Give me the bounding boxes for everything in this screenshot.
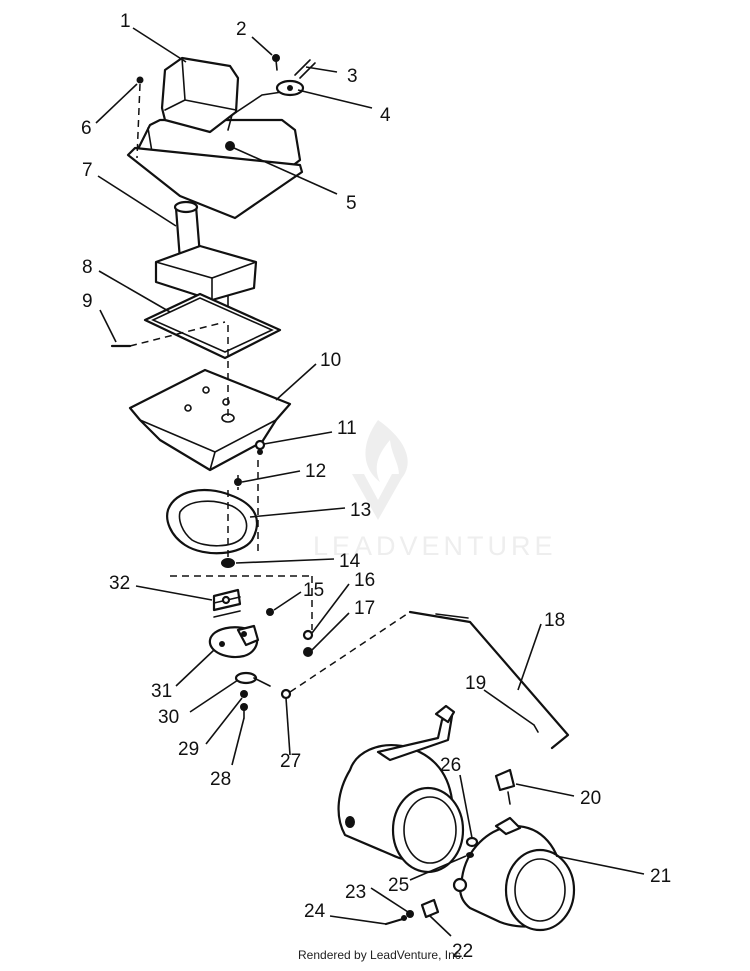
- callout-32: 32: [109, 573, 130, 594]
- callout-2: 2: [236, 19, 247, 40]
- callout-22: 22: [452, 941, 473, 962]
- footer-credit: Rendered by LeadVenture, Inc.: [298, 948, 465, 962]
- part-26: [465, 836, 479, 848]
- callout-28: 28: [210, 769, 231, 790]
- callout-9: 9: [82, 291, 93, 312]
- callout-24: 24: [304, 901, 326, 922]
- part-30: [234, 671, 271, 687]
- part-fitting-11: [254, 439, 266, 455]
- part-plunger-block: [154, 200, 258, 323]
- callout-3: 3: [347, 66, 358, 87]
- part-19: [533, 724, 539, 733]
- part-throttle-body-right: [452, 816, 576, 932]
- part-spring: [212, 588, 242, 618]
- part-diaphragm-gasket: [166, 488, 259, 555]
- callout-15: 15: [303, 580, 324, 601]
- callout-14: 14: [339, 551, 361, 572]
- part-28: [240, 703, 248, 719]
- part-gasket: [143, 292, 282, 360]
- part-fitting: [275, 59, 316, 97]
- part-27: [280, 688, 292, 700]
- part-29: [240, 690, 248, 698]
- callout-6: 6: [81, 118, 92, 139]
- part-25: [466, 852, 474, 858]
- part-screw-6: [136, 76, 144, 159]
- part-15: [266, 608, 274, 616]
- leadventure-flame-logo-icon: [352, 420, 408, 520]
- callout-1: 1: [120, 11, 131, 32]
- part-lever-assembly: [208, 624, 260, 659]
- part-rod: [289, 610, 570, 750]
- callout-21: 21: [650, 866, 671, 887]
- part-16: [302, 629, 314, 641]
- callout-17: 17: [354, 598, 375, 619]
- callout-23: 23: [345, 882, 366, 903]
- callout-5: 5: [346, 193, 357, 214]
- part-22: [420, 898, 440, 919]
- callout-13: 13: [350, 500, 371, 521]
- watermark: LEADVENTURE: [313, 420, 557, 561]
- callout-20: 20: [580, 788, 601, 809]
- part-14: [221, 558, 235, 568]
- part-throttle-body-left: [337, 704, 465, 874]
- part-20: [494, 768, 516, 805]
- watermark-text: LEADVENTURE: [313, 531, 557, 561]
- callout-27: 27: [280, 751, 301, 772]
- part-screw-2: [272, 54, 280, 71]
- callout-8: 8: [82, 257, 93, 278]
- part-17: [303, 647, 313, 657]
- callout-4: 4: [380, 105, 391, 126]
- callout-25: 25: [388, 875, 409, 896]
- callout-31: 31: [151, 681, 172, 702]
- callout-16: 16: [354, 570, 375, 591]
- callout-10: 10: [320, 350, 341, 371]
- part-cover: [126, 56, 304, 220]
- callout-11: 11: [337, 418, 357, 439]
- callout-26: 26: [440, 755, 461, 776]
- callout-30: 30: [158, 707, 179, 728]
- leader-lines: [95, 27, 645, 937]
- callout-12: 12: [305, 461, 326, 482]
- callout-19: 19: [465, 673, 486, 694]
- part-24: [384, 915, 408, 926]
- callout-7: 7: [82, 160, 93, 181]
- part-plate: [128, 368, 292, 472]
- callout-labels: 1 2 3 4 5 6 7 8 9 10 11 12 13 14 15 16 1…: [81, 11, 671, 962]
- callout-18: 18: [544, 610, 565, 631]
- callout-29: 29: [178, 739, 199, 760]
